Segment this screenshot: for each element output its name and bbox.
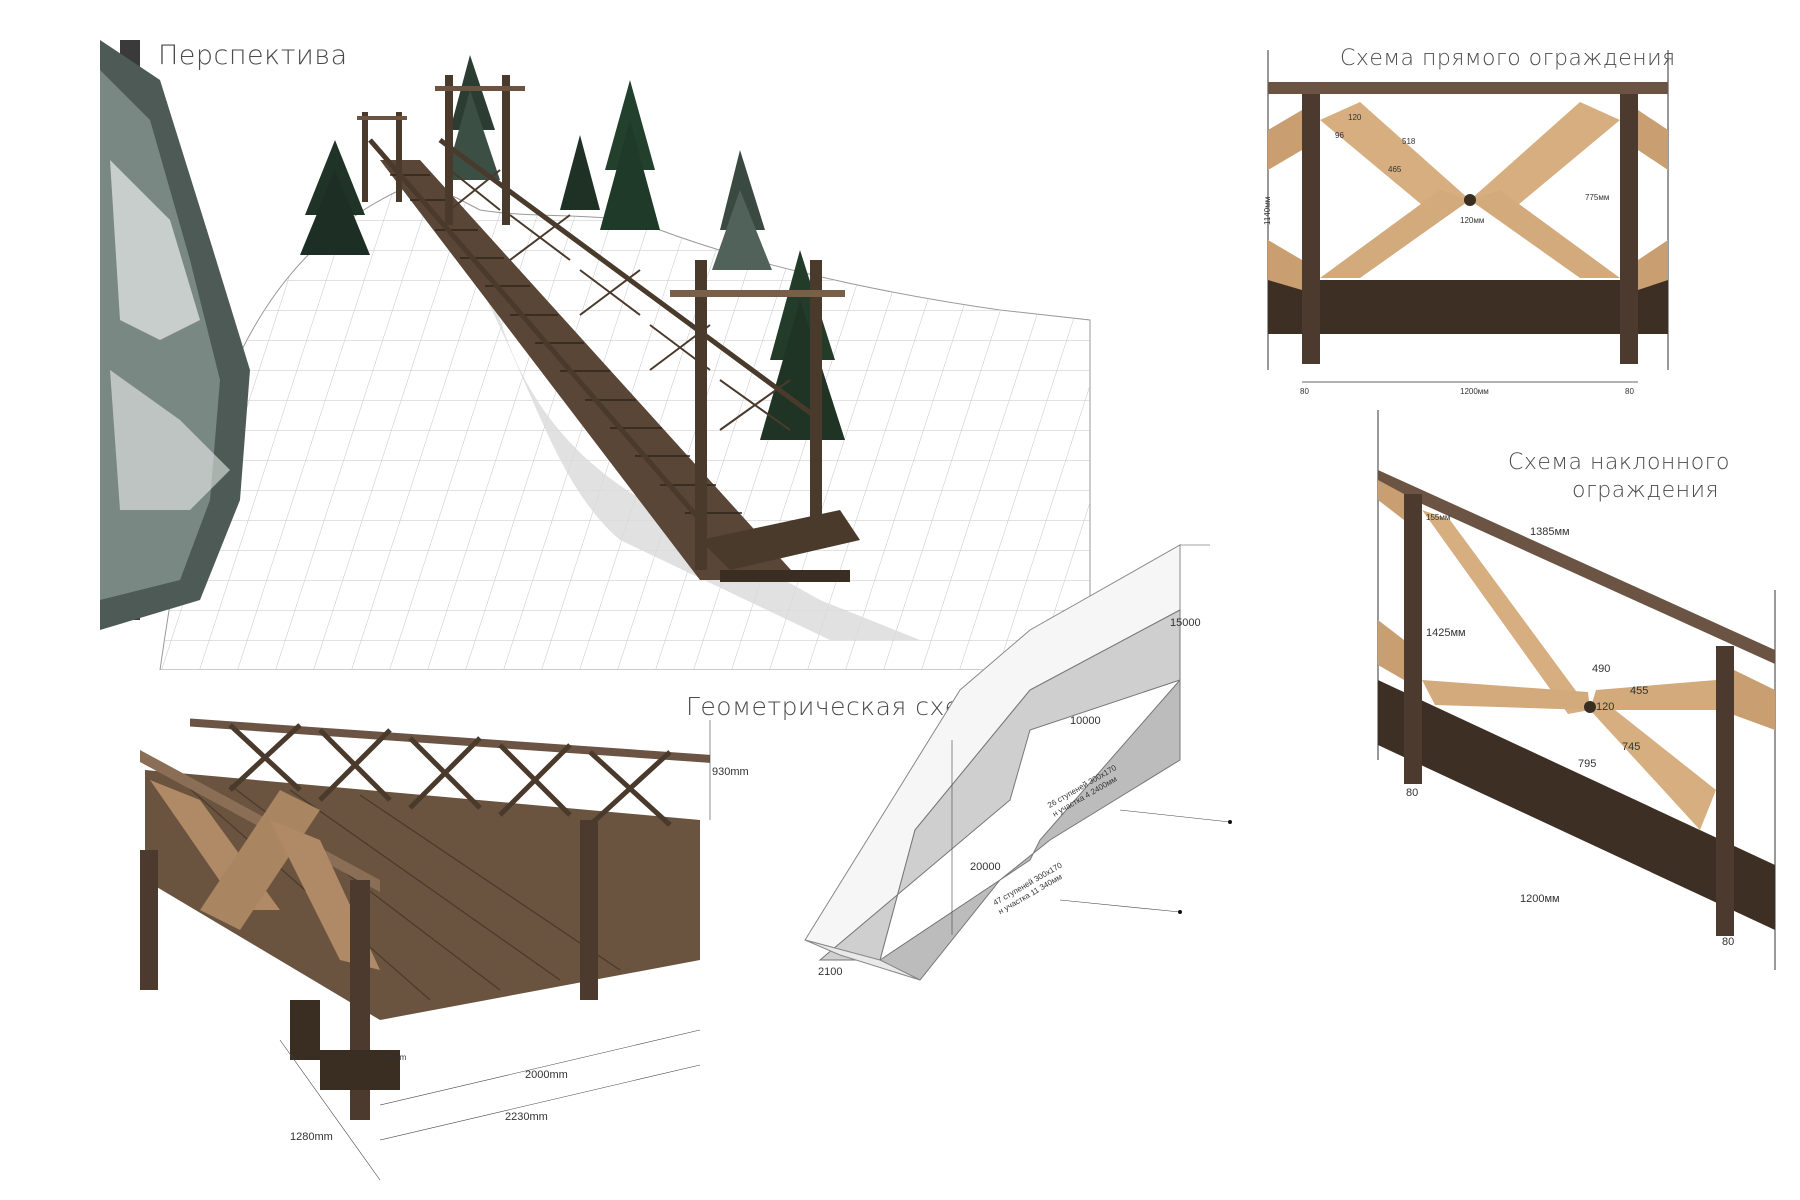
dim-post-left: 80 xyxy=(1300,387,1309,396)
dim-right-h: 775мм xyxy=(1585,193,1609,202)
dim-d1: 120 xyxy=(1348,113,1362,122)
dim-d5: 120мм xyxy=(1460,216,1484,225)
incl-dim-490: 490 xyxy=(1592,663,1610,675)
dim-inner-len: 2000mm xyxy=(525,1069,568,1081)
bottom-board xyxy=(1268,280,1668,334)
perspective-render xyxy=(100,40,1091,670)
incl-dim-top: 1385мм xyxy=(1530,526,1570,538)
incl-dim-795: 795 xyxy=(1578,758,1596,770)
incl-dim-120: 120 xyxy=(1596,701,1614,713)
dim-d3: 518 xyxy=(1402,137,1416,146)
incl-post-right xyxy=(1716,646,1734,936)
perspective-title: Перспектива xyxy=(158,40,348,71)
dim-len-main: 20000 xyxy=(970,861,1001,873)
inclined-title-1: Схема наклонного xyxy=(1508,450,1730,475)
perspective-panel: Перспектива xyxy=(100,40,1100,670)
dim-span: 1200мм xyxy=(1460,387,1489,396)
dim-h-mid: 10000 xyxy=(1070,715,1101,727)
dim-depth: 1280mm xyxy=(290,1131,333,1143)
dim-small: 80mm xyxy=(384,1053,407,1062)
platform-panel: 930mm 2000mm 2230mm 1280mm 80mm xyxy=(140,670,760,1190)
incl-post-left xyxy=(1404,494,1422,784)
dim-outer-len: 2230mm xyxy=(505,1111,548,1123)
geometric-panel: 15000 10000 20000 2100 26 ступеней 300x1… xyxy=(800,540,1260,1000)
top-handrail xyxy=(1268,82,1668,94)
dim-h-top: 15000 xyxy=(1170,617,1201,629)
straight-railing-panel: Схема прямого ограждения 1140мм 120 96 5… xyxy=(1250,40,1790,410)
tree-top xyxy=(445,55,500,180)
incl-dim-post-left: 80 xyxy=(1406,787,1418,799)
staircase xyxy=(357,75,860,582)
dim-post-right: 80 xyxy=(1625,387,1634,396)
tree-small-2 xyxy=(560,135,600,210)
dim-width: 2100 xyxy=(818,966,842,978)
dim-d4: 465 xyxy=(1388,165,1402,174)
straight-railing-title: Схема прямого ограждения xyxy=(1340,46,1676,71)
incl-dim-455: 455 xyxy=(1630,685,1648,697)
dim-height: 1140мм xyxy=(1263,197,1272,225)
inclined-railing-panel: Схема наклонного ограждения 1385мм 155мм… xyxy=(1360,410,1790,970)
inclined-title-2: ограждения xyxy=(1572,478,1720,503)
geometric-diagram: 15000 10000 20000 2100 26 ступеней 300x1… xyxy=(804,544,1232,981)
tree-small-3 xyxy=(600,80,660,230)
tree-small-1 xyxy=(300,140,370,255)
tree-small-4 xyxy=(712,150,772,270)
dim-d2: 96 xyxy=(1335,131,1344,140)
incl-dim-155: 155мм xyxy=(1426,513,1450,522)
platform-render: 930mm 2000mm 2230mm 1280mm 80mm xyxy=(140,718,749,1181)
straight-railing-drawing: 1140мм 120 96 518 465 120мм 775мм 80 120… xyxy=(1263,50,1669,396)
dim-platform-height: 930mm xyxy=(712,766,749,778)
incl-dim-height: 1425мм xyxy=(1426,627,1466,639)
incl-dim-post-right: 80 xyxy=(1722,936,1734,948)
incl-dim-745: 745 xyxy=(1622,741,1640,753)
post-left xyxy=(1302,94,1320,364)
tree-left-large xyxy=(100,40,250,630)
incl-dim-span: 1200мм xyxy=(1520,893,1560,905)
inclined-railing-drawing: 1385мм 155мм 1425мм 490 455 120 795 745 … xyxy=(1377,410,1776,970)
post-right xyxy=(1620,94,1638,364)
